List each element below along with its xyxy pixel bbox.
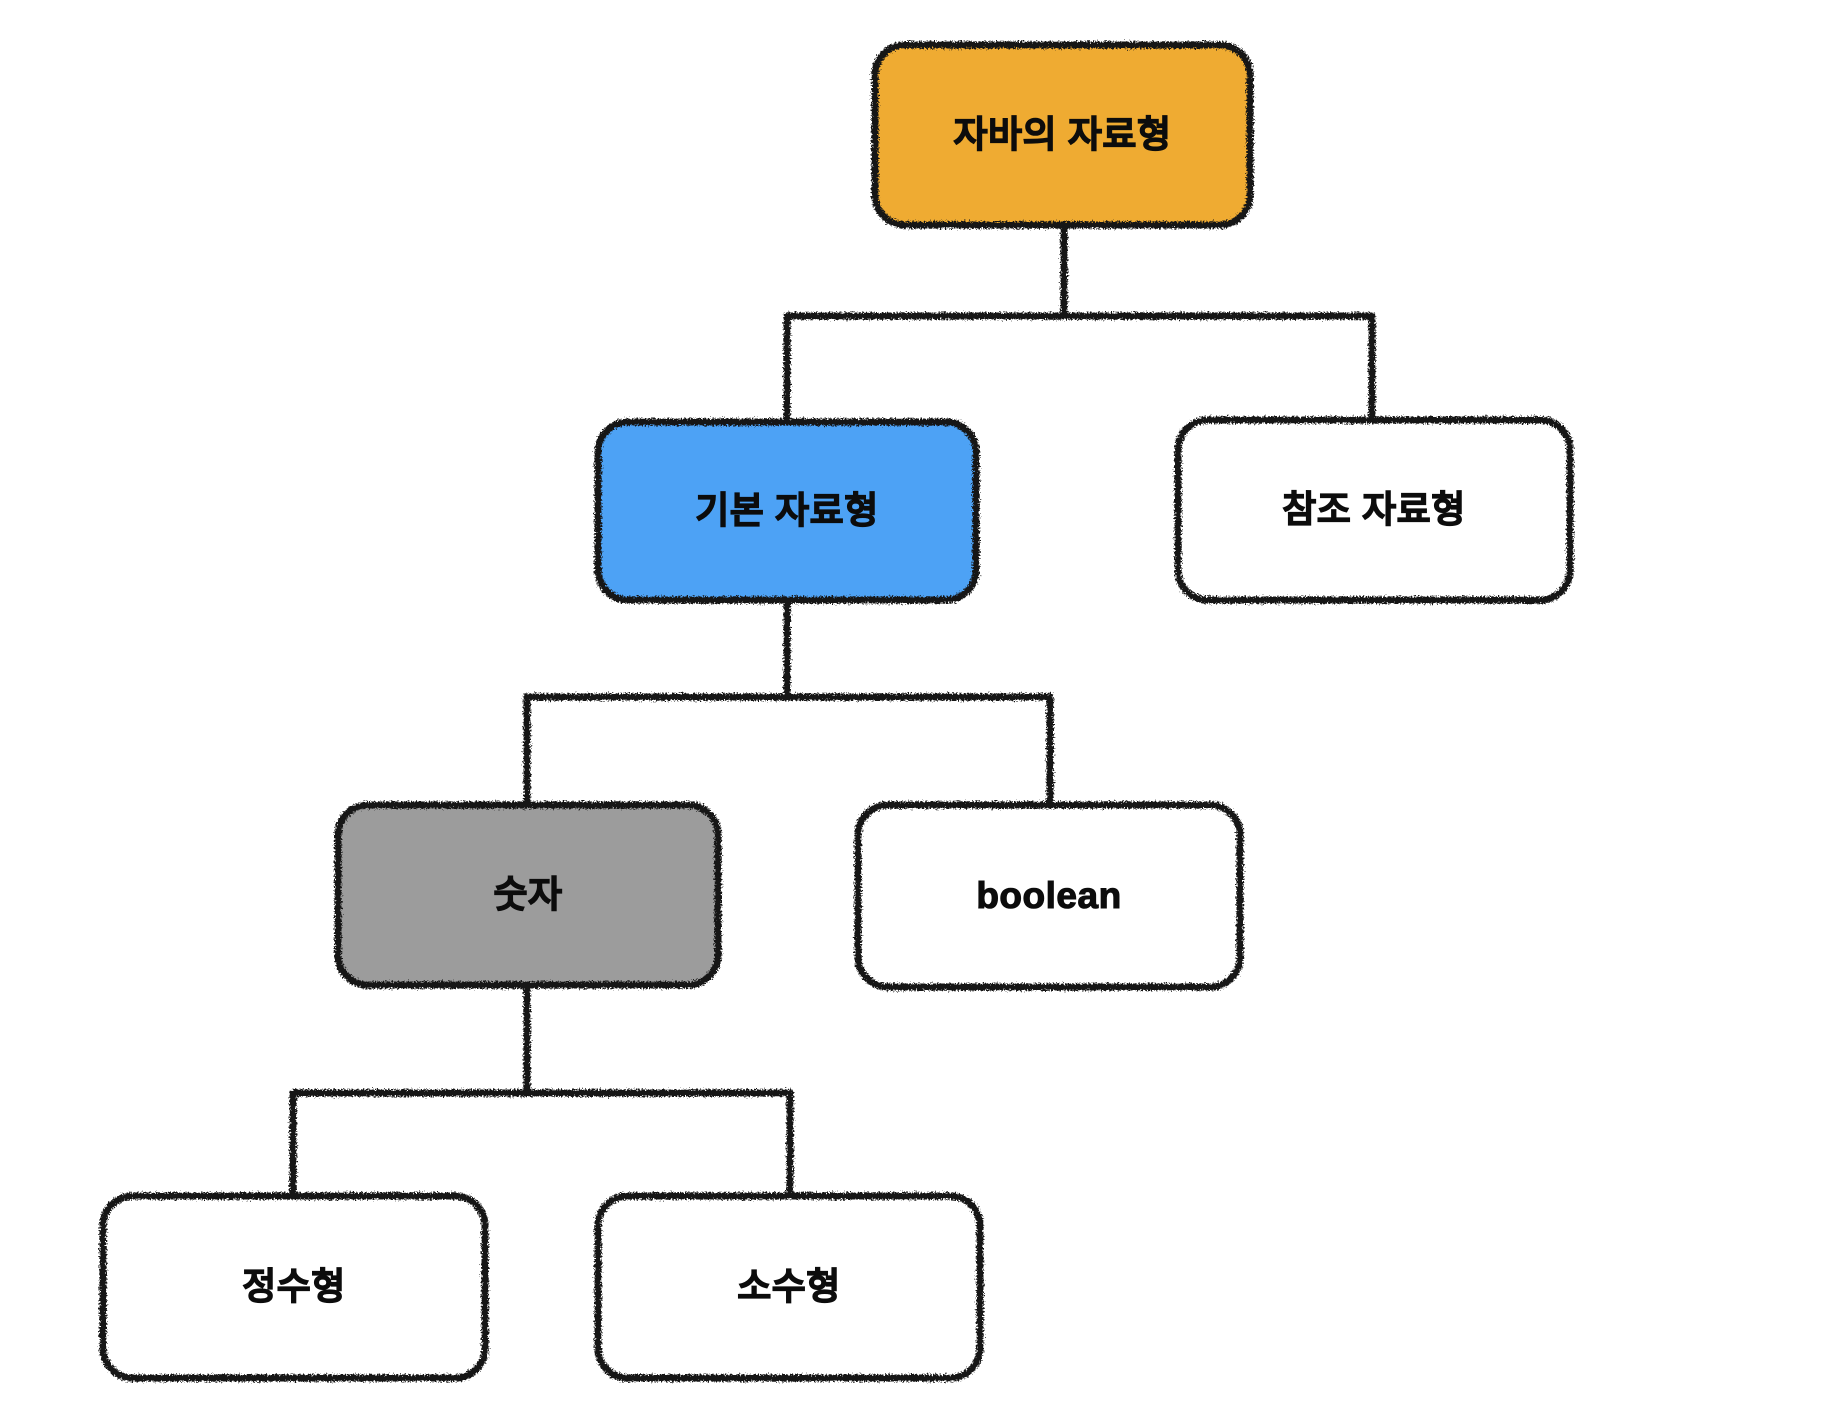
node-boolean[interactable]: boolean [854,801,1244,991]
node-decimal[interactable]: 소수형 [594,1192,984,1382]
node-reference-shape[interactable] [1174,416,1574,604]
node-primitive-shape[interactable] [594,418,980,604]
node-decimal-shape[interactable] [594,1192,984,1382]
edge-primitive-boolean [783,596,1054,809]
edge-layer [289,221,1376,1200]
node-primitive-label: 기본 자료형 [695,490,878,531]
node-decimal-label: 소수형 [737,1266,841,1307]
node-boolean-label: boolean [976,875,1121,916]
edge-number-decimal [523,981,794,1200]
node-reference[interactable]: 참조 자료형 [1174,416,1574,604]
edge-root-primitive [783,221,1068,426]
node-number-label: 숫자 [493,874,562,915]
node-root-shape[interactable] [871,41,1254,229]
node-number-shape[interactable] [334,801,722,989]
node-reference-label: 참조 자료형 [1282,489,1465,530]
edge-primitive-number [523,596,791,809]
edge-root-reference [1060,221,1376,424]
node-number[interactable]: 숫자 [334,801,722,989]
node-integer-shape[interactable] [99,1192,489,1382]
node-layer: 자바의 자료형 기본 자료형 참조 자료형 숫자 boolean 정수형 [99,41,1574,1382]
node-integer-label: 정수형 [242,1266,346,1307]
node-root-label: 자바의 자료형 [953,114,1171,155]
node-primitive[interactable]: 기본 자료형 [594,418,980,604]
node-boolean-shape[interactable] [854,801,1244,991]
node-root[interactable]: 자바의 자료형 [871,41,1254,229]
node-integer[interactable]: 정수형 [99,1192,489,1382]
edge-number-integer [289,981,531,1200]
